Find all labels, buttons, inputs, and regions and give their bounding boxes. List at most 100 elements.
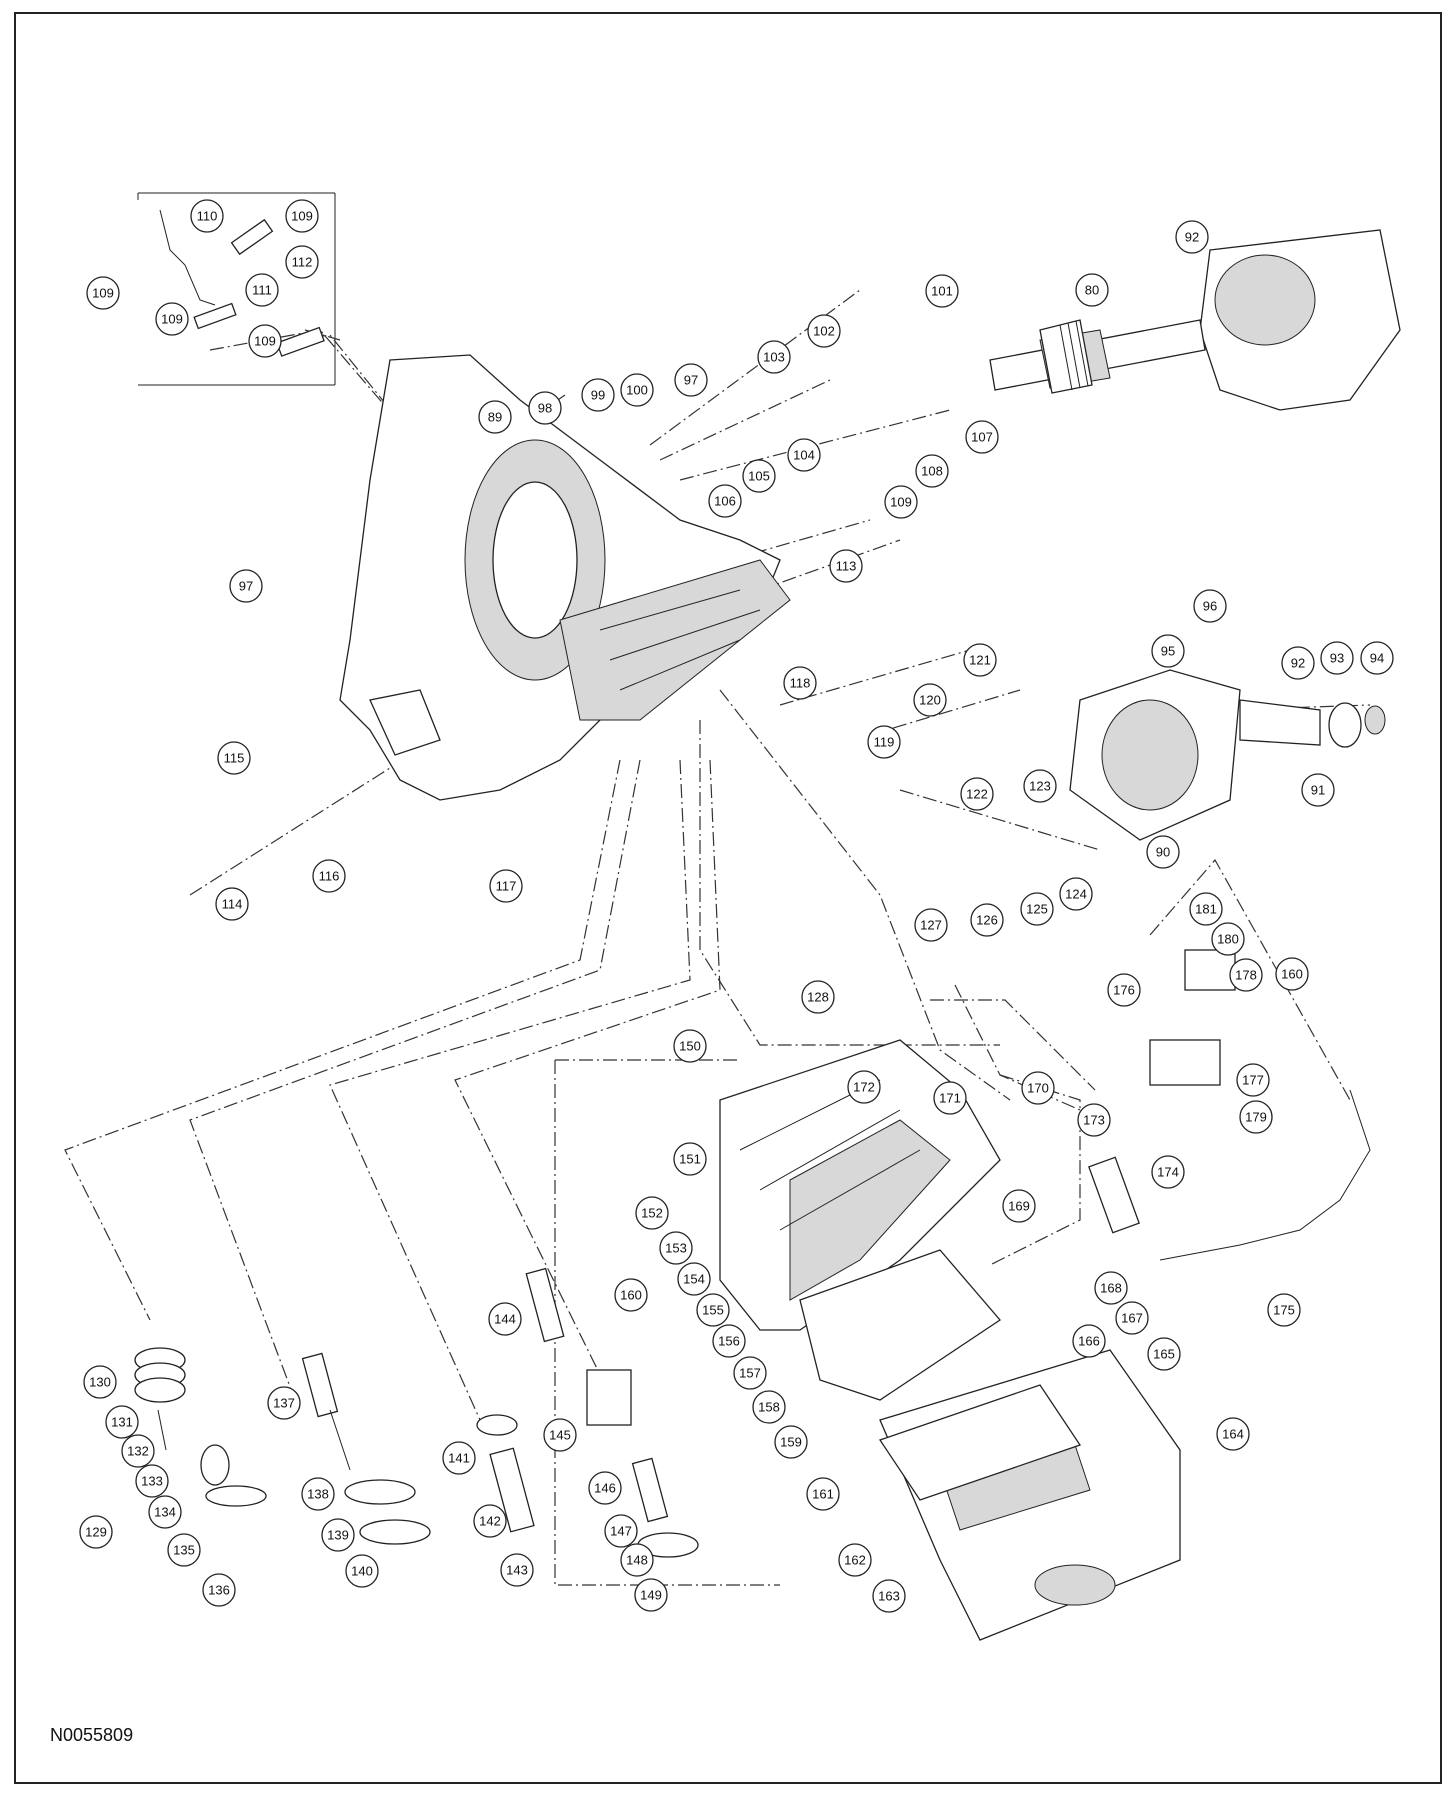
callout-label: 113 bbox=[836, 559, 857, 574]
callout-153: 153 bbox=[659, 1231, 693, 1265]
callout-label: 163 bbox=[878, 1589, 900, 1604]
callout-106: 106 bbox=[708, 484, 742, 518]
callout-label: 138 bbox=[307, 1487, 329, 1502]
callout-159: 159 bbox=[774, 1425, 808, 1459]
callout-label: 97 bbox=[684, 373, 698, 388]
callout-109: 109 bbox=[86, 276, 120, 310]
callout-label: 105 bbox=[748, 469, 770, 484]
callout-120: 120 bbox=[913, 683, 947, 717]
callout-180: 180 bbox=[1211, 922, 1245, 956]
callout-label: 106 bbox=[714, 494, 736, 509]
callout-label: 180 bbox=[1217, 932, 1239, 947]
callout-171: 171 bbox=[933, 1081, 967, 1115]
callout-label: 140 bbox=[351, 1564, 373, 1579]
extension-housing-lower bbox=[1069, 669, 1386, 841]
callout-label: 109 bbox=[291, 209, 313, 224]
callout-label: 108 bbox=[921, 464, 943, 479]
callout-109: 109 bbox=[285, 199, 319, 233]
callout-114: 114 bbox=[215, 887, 249, 921]
callout-label: 178 bbox=[1235, 968, 1257, 983]
callout-label: 152 bbox=[641, 1206, 663, 1221]
callout-139: 139 bbox=[321, 1518, 355, 1552]
callout-97: 97 bbox=[229, 569, 263, 603]
callout-label: 117 bbox=[496, 879, 517, 894]
callout-label: 119 bbox=[874, 735, 895, 750]
callout-label: 120 bbox=[919, 693, 941, 708]
callout-label: 156 bbox=[718, 1334, 740, 1349]
callout-label: 171 bbox=[939, 1091, 961, 1106]
callout-155: 155 bbox=[696, 1293, 730, 1327]
callout-94: 94 bbox=[1360, 641, 1394, 675]
callout-label: 149 bbox=[640, 1588, 662, 1603]
callout-label: 146 bbox=[594, 1481, 616, 1496]
callout-label: 89 bbox=[488, 410, 502, 425]
callout-label: 143 bbox=[506, 1563, 528, 1578]
callout-label: 107 bbox=[971, 430, 993, 445]
callout-label: 130 bbox=[89, 1375, 111, 1390]
callout-125: 125 bbox=[1020, 892, 1054, 926]
transmission-case bbox=[339, 354, 791, 801]
callout-97: 97 bbox=[674, 363, 708, 397]
callout-148: 148 bbox=[620, 1543, 654, 1577]
callout-label: 160 bbox=[1281, 967, 1303, 982]
callout-122: 122 bbox=[960, 777, 994, 811]
callout-label: 123 bbox=[1029, 779, 1051, 794]
callout-157: 157 bbox=[733, 1356, 767, 1390]
callout-173: 173 bbox=[1077, 1103, 1111, 1137]
callout-161: 161 bbox=[806, 1477, 840, 1511]
callout-128: 128 bbox=[801, 980, 835, 1014]
callout-105: 105 bbox=[742, 459, 776, 493]
callout-162: 162 bbox=[838, 1543, 872, 1577]
callout-label: 139 bbox=[327, 1528, 349, 1543]
callout-164: 164 bbox=[1216, 1417, 1250, 1451]
callout-92: 92 bbox=[1175, 220, 1209, 254]
callout-label: 162 bbox=[844, 1553, 866, 1568]
callout-121: 121 bbox=[963, 643, 997, 677]
callout-144: 144 bbox=[488, 1302, 522, 1336]
callout-label: 128 bbox=[807, 990, 829, 1005]
callout-label: 102 bbox=[813, 324, 835, 339]
callout-143: 143 bbox=[500, 1553, 534, 1587]
callout-label: 175 bbox=[1273, 1303, 1295, 1318]
callout-147: 147 bbox=[604, 1514, 638, 1548]
callout-167: 167 bbox=[1115, 1301, 1149, 1335]
callout-90: 90 bbox=[1146, 835, 1180, 869]
callout-130: 130 bbox=[83, 1365, 117, 1399]
callout-label: 131 bbox=[111, 1415, 133, 1430]
callout-152: 152 bbox=[635, 1196, 669, 1230]
callout-label: 155 bbox=[702, 1303, 724, 1318]
callout-146: 146 bbox=[588, 1471, 622, 1505]
callout-131: 131 bbox=[105, 1405, 139, 1439]
callout-label: 153 bbox=[665, 1241, 687, 1256]
callout-label: 109 bbox=[254, 334, 276, 349]
callout-178: 178 bbox=[1229, 958, 1263, 992]
callout-160: 160 bbox=[1275, 957, 1309, 991]
callout-165: 165 bbox=[1147, 1337, 1181, 1371]
callout-96: 96 bbox=[1193, 589, 1227, 623]
callout-label: 100 bbox=[626, 383, 648, 398]
callout-label: 124 bbox=[1065, 887, 1087, 902]
callout-label: 166 bbox=[1078, 1334, 1100, 1349]
callout-104: 104 bbox=[787, 438, 821, 472]
callout-176: 176 bbox=[1107, 973, 1141, 1007]
callout-label: 127 bbox=[920, 918, 942, 933]
callout-179: 179 bbox=[1239, 1100, 1273, 1134]
callout-181: 181 bbox=[1189, 892, 1223, 926]
callout-label: 98 bbox=[538, 401, 552, 416]
callout-label: 173 bbox=[1083, 1113, 1105, 1128]
callout-label: 121 bbox=[969, 653, 991, 668]
callout-label: 80 bbox=[1085, 283, 1099, 298]
callout-label: 160 bbox=[620, 1288, 642, 1303]
callout-141: 141 bbox=[442, 1441, 476, 1475]
callout-label: 96 bbox=[1203, 599, 1217, 614]
callout-label: 159 bbox=[780, 1435, 802, 1450]
callout-label: 161 bbox=[812, 1487, 834, 1502]
callout-156: 156 bbox=[712, 1324, 746, 1358]
callout-label: 129 bbox=[85, 1525, 107, 1540]
callout-label: 99 bbox=[591, 388, 605, 403]
callout-111: 111 bbox=[245, 273, 279, 307]
callout-99: 99 bbox=[581, 378, 615, 412]
callout-label: 150 bbox=[679, 1039, 701, 1054]
callout-89: 89 bbox=[478, 400, 512, 434]
callout-127: 127 bbox=[914, 908, 948, 942]
